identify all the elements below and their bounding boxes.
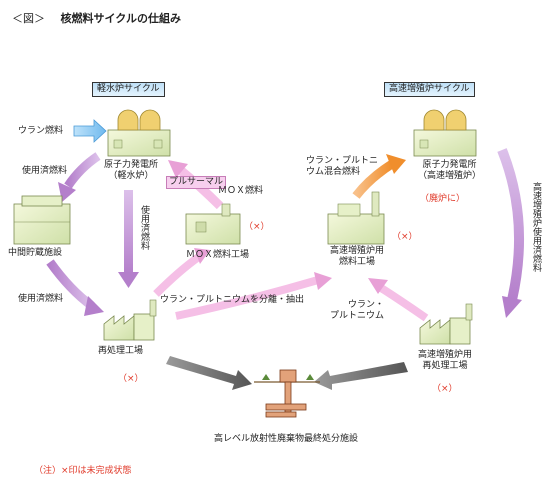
title-text: 核燃料サイクルの仕組み: [60, 12, 181, 25]
label-mox-plant: ＭＯＸ燃料工場: [186, 250, 250, 260]
label-reprocessing-mark: （×）: [118, 374, 144, 384]
arrow-to-disposal-left: [166, 356, 252, 390]
npp-lwr-building: [107, 109, 171, 157]
header-light-water: 軽水炉サイクル: [92, 82, 165, 97]
interim-storage-building: [13, 195, 71, 245]
label-decommission: （廃炉に）: [420, 194, 466, 204]
fbr-reprocessing-building: [419, 303, 473, 345]
disposal-facility-icon: [254, 369, 320, 418]
arrow-reprocessing-to-mox: [153, 252, 203, 297]
label-disposal: 高レベル放射性廃棄物最終処分施設: [214, 434, 359, 444]
label-u-pu-mixed: ウラン・プルトニ ウム混合燃料: [306, 156, 379, 177]
arrow-to-disposal-right: [314, 362, 408, 390]
arrow-fbr-recycle: [375, 282, 429, 322]
label-fbr-fuel-plant: 高速増殖炉用 燃料工場: [330, 246, 385, 267]
diagram-title: ＜図＞ 核燃料サイクルの仕組み: [12, 12, 181, 26]
label-separation: ウラン・プルトニウムを分離・抽出: [160, 295, 305, 305]
label-u-pu: ウラン・ プルトニウム: [330, 300, 385, 321]
label-spent-fuel-1: 使用済燃料: [22, 166, 68, 176]
arrow-fbr-to-reprocessing: [497, 148, 525, 302]
label-note: （注）×印は未完成状態: [34, 466, 132, 476]
label-pluthermal: プルサーマル: [166, 176, 227, 189]
arrow-npp-to-reprocessing: [124, 190, 133, 274]
label-fbr-reprocessing: 高速増殖炉用 再処理工場: [418, 350, 473, 371]
arrow-mixed-fuel: [352, 160, 395, 199]
fbr-fuel-plant-building: [327, 191, 385, 245]
label-fbr-reprocessing-mark: （×）: [432, 384, 458, 394]
arrow-npp-to-storage: [64, 152, 101, 189]
label-mox-mark: （×）: [244, 222, 270, 232]
label-mox-fuel: ＭＯＸ燃料: [218, 186, 264, 196]
label-fbr-spent-vertical: 高速増殖炉使用済燃料: [531, 182, 541, 272]
label-interim-storage: 中間貯蔵施設: [8, 248, 63, 258]
title-prefix: ＜図＞: [12, 12, 45, 25]
label-reprocessing: 再処理工場: [98, 346, 144, 356]
reprocessing-building: [103, 299, 157, 341]
uranium-fuel-arrow: [73, 119, 107, 143]
label-fbr-fuel-mark: （×）: [392, 232, 418, 242]
header-fast-breeder: 高速増殖炉サイクル: [384, 82, 475, 97]
npp-fbr-building: [413, 109, 477, 157]
label-npp-fbr: 原子力発電所 （高速増殖炉）: [418, 160, 482, 181]
label-spent-fuel-2: 使用済燃料: [18, 294, 64, 304]
mox-plant-building: [185, 203, 241, 245]
arrow-separation: [175, 276, 320, 320]
label-spent-fuel-vertical: 使用済燃料: [139, 205, 149, 250]
label-uranium-fuel: ウラン燃料: [18, 126, 64, 136]
label-npp-lwr: 原子力発電所 （軽水炉）: [104, 160, 159, 181]
